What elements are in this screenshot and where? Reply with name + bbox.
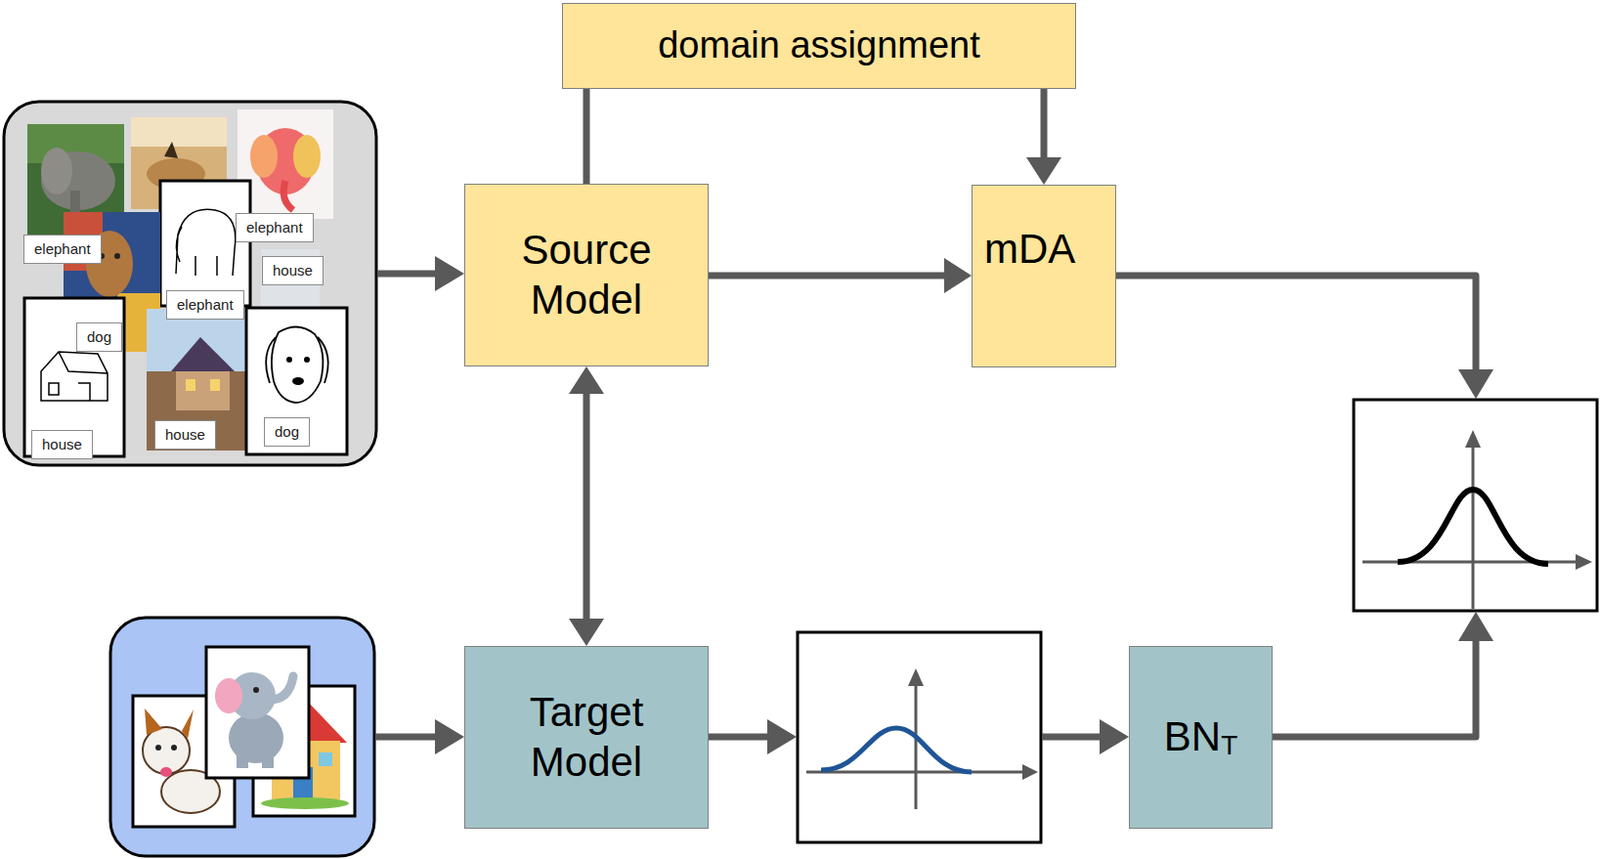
connector [568,366,605,647]
image-label: house [261,256,324,286]
node-label: Source Model [488,225,685,325]
node-label: mDA [984,224,1076,274]
node-label: BN [1164,713,1221,760]
arrow-head [944,258,972,294]
elephant-sketch [160,180,251,306]
image-label: dog [76,322,123,352]
connector-line [583,88,591,184]
image-label: elephant [166,290,245,320]
source-panel [3,101,377,466]
subscript: T [1220,730,1238,761]
process-box: mDA [971,184,1117,368]
image-label: house [154,420,217,450]
connector-line [583,391,591,621]
elephant-painting [237,109,334,219]
image-label: elephant [23,234,102,264]
connector [708,258,972,294]
dog-sketch [246,307,347,455]
image-label: elephant [235,213,314,243]
model-box: Target Model [464,646,709,829]
image-label: dog [263,417,310,447]
model-box: Source Model [464,183,709,367]
connector [1026,88,1062,185]
dog-painting [63,212,161,352]
node-label: domain assignment [657,23,981,69]
process-box: BNT [1128,646,1273,829]
connector [586,88,588,184]
process-box: domain assignment [562,2,1077,89]
connector-line [1040,88,1048,160]
distribution-plot [1353,399,1598,611]
connector-line [708,272,947,280]
elephant-cartoon [206,647,309,779]
arrow-head [568,366,605,394]
arrow-head [568,618,605,647]
node-label: Target Model [488,688,685,787]
target-panel [110,617,375,857]
house-painting [146,308,246,451]
arrow-head [1026,157,1062,185]
image-label: house [31,430,93,460]
distribution-plot [797,632,1041,843]
